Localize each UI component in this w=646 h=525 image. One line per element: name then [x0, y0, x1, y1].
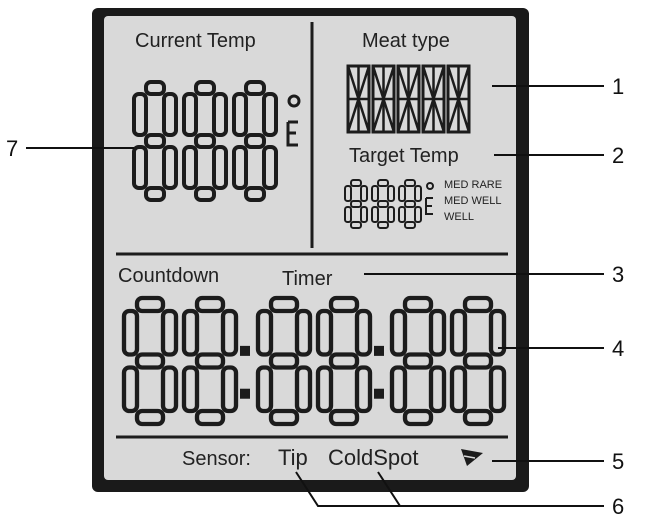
- sensor-tip-label: Tip: [278, 445, 308, 470]
- meat-type-char-5: [446, 64, 471, 134]
- callout-2: 2: [612, 143, 624, 168]
- callout-4: 4: [612, 336, 624, 361]
- current-temp-unit-icon: [286, 94, 301, 147]
- timer-digit-4: [315, 295, 373, 427]
- sensor-coldspot-label: ColdSpot: [328, 445, 419, 470]
- sensor-label: Sensor:: [182, 448, 251, 470]
- current-temp-digit-1: [132, 80, 178, 202]
- target-temp-unit-icon: [425, 182, 434, 215]
- timer-digits: [121, 295, 507, 427]
- meat-type-char-1: [346, 64, 371, 134]
- wireless-signal-icon: [461, 449, 483, 466]
- target-temp-digit-2: [371, 179, 395, 229]
- leader-6: [295, 471, 604, 507]
- callout-3: 3: [612, 262, 624, 287]
- timer-digit-1: [121, 295, 179, 427]
- target-temp-label: Target Temp: [349, 145, 459, 167]
- target-temp-digit-1: [344, 179, 368, 229]
- timer-digit-6: [449, 295, 507, 427]
- meat-type-char-2: [371, 64, 396, 134]
- target-temp-digits: [344, 179, 422, 229]
- timer-digit-2: [181, 295, 239, 427]
- timer-label: Timer: [282, 268, 333, 290]
- meat-type-char-4: [421, 64, 446, 134]
- countdown-label: Countdown: [118, 265, 219, 287]
- target-temp-digit-3: [398, 179, 422, 229]
- callout-leaders: [26, 85, 604, 507]
- callout-5: 5: [612, 449, 624, 474]
- timer-colon-2: [374, 345, 384, 399]
- doneness-well: WELL: [444, 211, 474, 223]
- current-temp-digit-3: [232, 80, 278, 202]
- timer-digit-5: [389, 295, 447, 427]
- current-temp-digit-2: [182, 80, 228, 202]
- callout-1: 1: [612, 74, 624, 99]
- doneness-med-rare: MED RARE: [444, 179, 502, 191]
- callout-7: 7: [6, 136, 18, 161]
- doneness-med-well: MED WELL: [444, 195, 501, 207]
- meat-type-char-3: [396, 64, 421, 134]
- current-temp-label: Current Temp: [135, 30, 256, 52]
- callout-6: 6: [612, 494, 624, 519]
- timer-digit-3: [255, 295, 313, 427]
- meat-type-segments: [346, 64, 471, 134]
- current-temp-digits: [132, 80, 278, 202]
- timer-colon-1: [240, 345, 250, 399]
- meat-type-label: Meat type: [362, 30, 450, 52]
